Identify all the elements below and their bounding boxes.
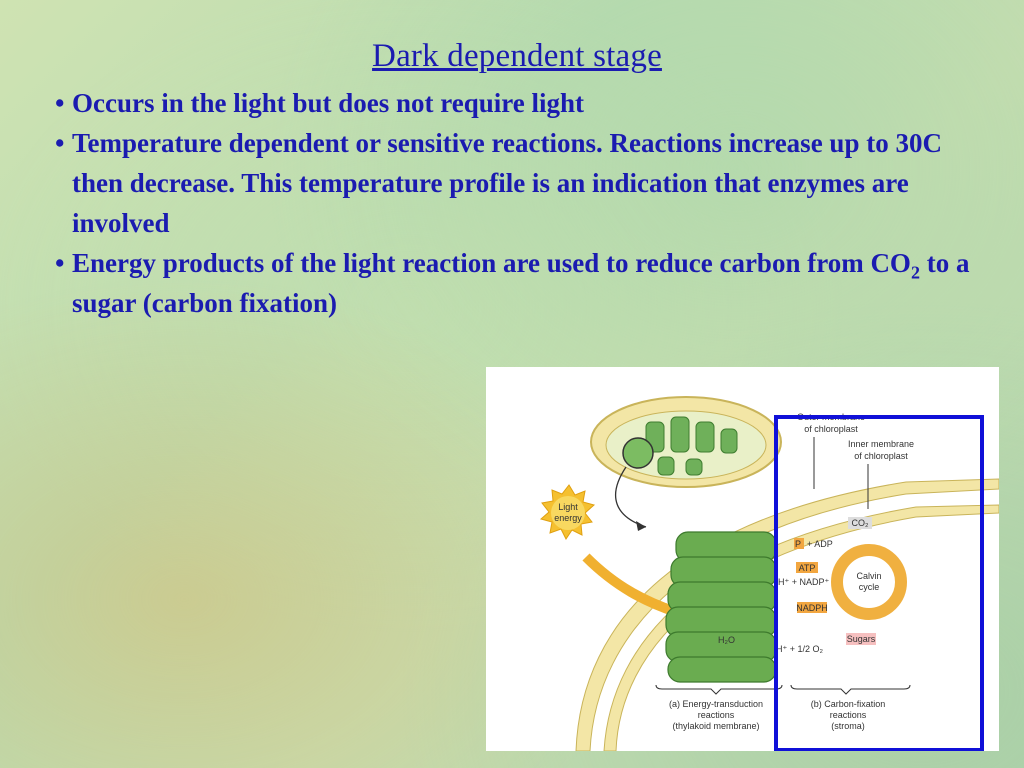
sugars-label: Sugars: [847, 634, 876, 644]
inner-membrane-shape: [603, 504, 999, 751]
light-arrow: [582, 553, 678, 617]
bullet-dot: •: [55, 248, 65, 278]
h-nadp-label: H⁺ + NADP⁺: [778, 577, 830, 587]
sugars-box: [846, 633, 876, 645]
pi-box: [794, 538, 804, 549]
adp-label: + ADP: [807, 539, 833, 549]
caption-b-3: (stroma): [831, 721, 865, 731]
bullet-dot: •: [55, 88, 65, 118]
bullet-item: • Temperature dependent or sensitive rea…: [55, 123, 975, 243]
inner-membrane-label: Inner membrane: [848, 439, 914, 449]
chloroplast-figure: Light energy H₂O Outer membrane of chlor…: [486, 367, 999, 751]
sun-icon: [539, 484, 596, 540]
co2-box: [848, 517, 872, 529]
bullet-item: • Occurs in the light but does not requi…: [55, 83, 975, 123]
bullet-text: Energy products of the light reaction ar…: [72, 248, 970, 318]
atp-label: ATP: [799, 563, 816, 573]
caption-b-1: (b) Carbon-fixation: [811, 699, 886, 709]
cycle-label: cycle: [859, 582, 880, 592]
outer-membrane-shape: [575, 478, 999, 751]
bullet-list: • Occurs in the light but does not requi…: [55, 83, 975, 323]
slide-title: Dark dependent stage: [372, 38, 662, 74]
bullet-text: Temperature dependent or sensitive react…: [72, 128, 942, 238]
bracket-a: [655, 684, 783, 695]
co2-label: CO₂: [852, 518, 870, 528]
bullet-dot: •: [55, 128, 65, 158]
o2-label: H⁺ + 1/2 O₂: [776, 644, 824, 654]
highlight-box: [774, 415, 984, 751]
inner-membrane-label-2: of chloroplast: [854, 451, 908, 461]
chloroplast-diagram: Light energy H₂O Outer membrane of chlor…: [539, 396, 999, 751]
calvin-cycle-ring: [831, 544, 907, 620]
light-energy-label: Light: [558, 502, 578, 512]
zoom-circle: [622, 437, 654, 469]
bullet-item: • Energy products of the light reaction …: [55, 243, 975, 323]
caption-a-2: reactions: [698, 710, 735, 720]
caption-b-2: reactions: [830, 710, 867, 720]
pi-label: P: [795, 539, 801, 549]
h2o-label: H₂O: [718, 635, 735, 645]
nadph-label: NADPH: [796, 603, 828, 613]
caption-a-1: (a) Energy-transduction: [669, 699, 763, 709]
bullet-text: Occurs in the light but does not require…: [72, 88, 585, 118]
light-energy-label-2: energy: [554, 513, 582, 523]
granum-stack: [665, 531, 777, 683]
outer-membrane-label-2: of chloroplast: [804, 424, 858, 434]
caption-a-3: (thylakoid membrane): [672, 721, 759, 731]
nadph-box: [797, 602, 827, 613]
bracket-b: [790, 684, 911, 695]
calvin-label: Calvin: [856, 571, 881, 581]
atp-box: [796, 562, 818, 573]
